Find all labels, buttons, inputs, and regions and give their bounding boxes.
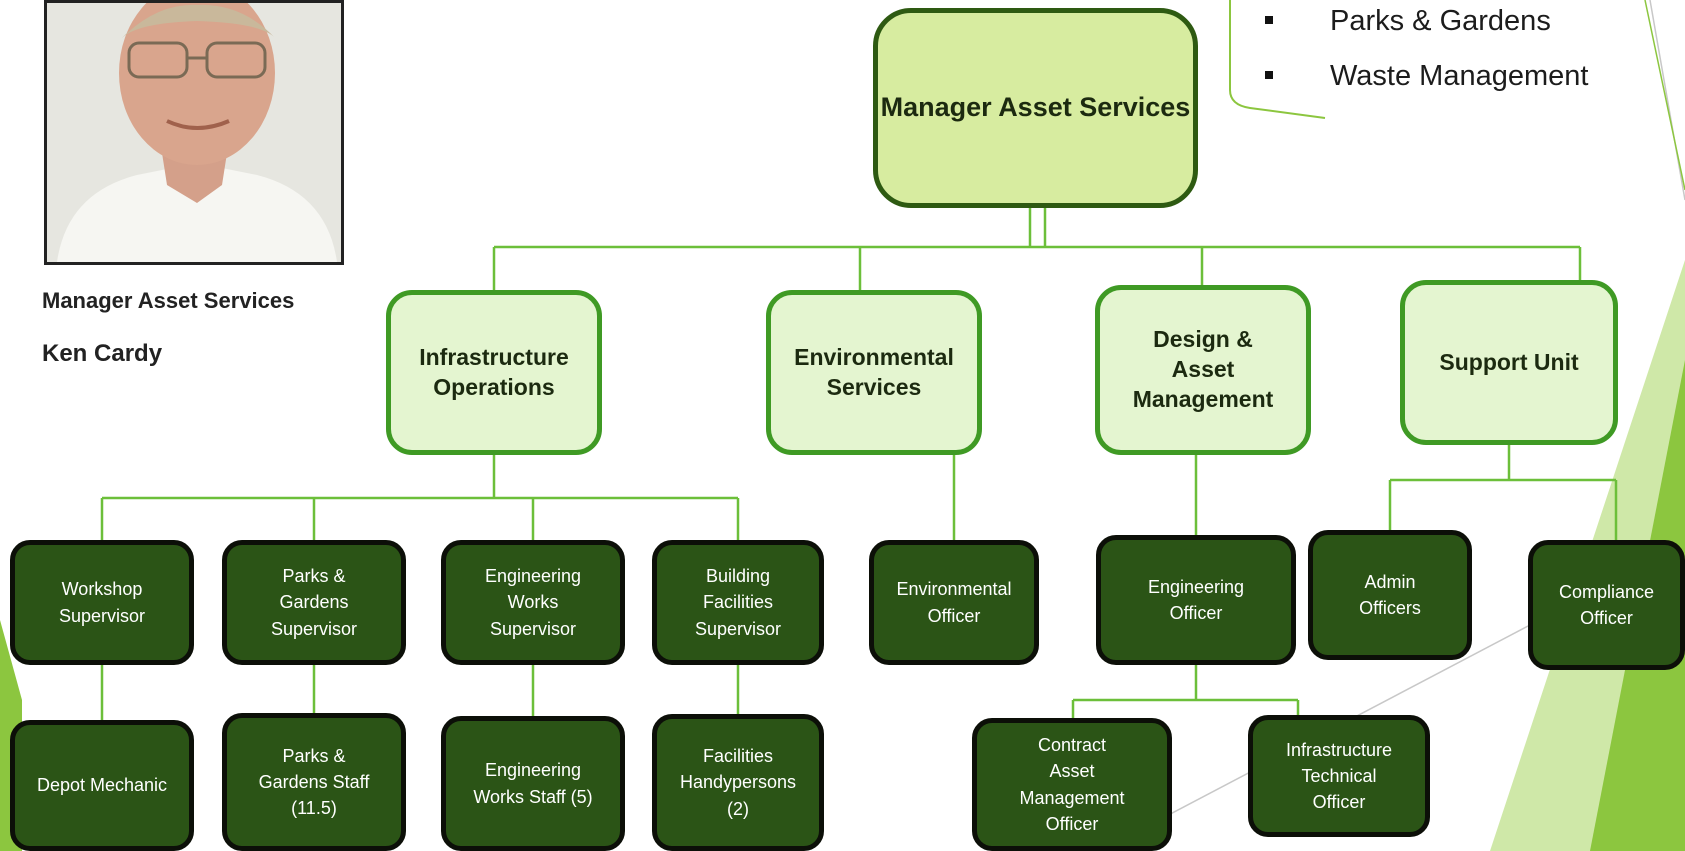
node-compliance-officer: Compliance Officer: [1528, 540, 1685, 670]
node-infrastructure-technical-officer: Infrastructure Technical Officer: [1248, 715, 1430, 837]
node-support-unit: Support Unit: [1400, 280, 1618, 445]
profile-title: Manager Asset Services: [42, 288, 295, 313]
node-parks-gardens-supervisor: Parks & Gardens Supervisor: [222, 540, 406, 665]
node-environmental-officer: Environmental Officer: [869, 540, 1039, 665]
deco-line: [1649, 0, 1685, 201]
profile-name: Ken Cardy: [42, 340, 163, 367]
manager-photo: [44, 0, 344, 265]
node-facilities-handypersons: Facilities Handypersons (2): [652, 714, 824, 851]
node-engineering-works-supervisor: Engineering Works Supervisor: [441, 540, 625, 665]
node-manager-asset-services: Manager Asset Services: [873, 8, 1198, 208]
node-depot-mechanic: Depot Mechanic: [10, 720, 194, 851]
callout-outline: [1644, 0, 1685, 191]
node-parks-gardens-staff: Parks & Gardens Staff (11.5): [222, 713, 406, 851]
node-building-facilities-supervisor: Building Facilities Supervisor: [652, 540, 824, 665]
node-environmental-services: Environmental Services: [766, 290, 982, 455]
node-engineering-officer: Engineering Officer: [1096, 535, 1296, 665]
node-admin-officers: Admin Officers: [1308, 530, 1472, 660]
node-workshop-supervisor: Workshop Supervisor: [10, 540, 194, 665]
node-contract-asset-management-officer: Contract Asset Management Officer: [972, 718, 1172, 851]
services-list: Parks & Gardens Waste Management: [1265, 0, 1588, 110]
node-design-asset-management: Design & Asset Management: [1095, 285, 1311, 455]
node-engineering-works-staff: Engineering Works Staff (5): [441, 716, 625, 851]
services-item-label: Waste Management: [1330, 60, 1589, 92]
bullet-square-icon: [1265, 16, 1273, 24]
callout-outline: [1229, 0, 1326, 119]
bullet-square-icon: [1265, 71, 1273, 79]
services-list-item: Parks & Gardens: [1265, 0, 1588, 55]
services-list-item: Waste Management: [1265, 55, 1588, 110]
services-item-label: Parks & Gardens: [1330, 5, 1551, 37]
person-portrait-icon: [47, 3, 341, 262]
node-infrastructure-operations: Infrastructure Operations: [386, 290, 602, 455]
